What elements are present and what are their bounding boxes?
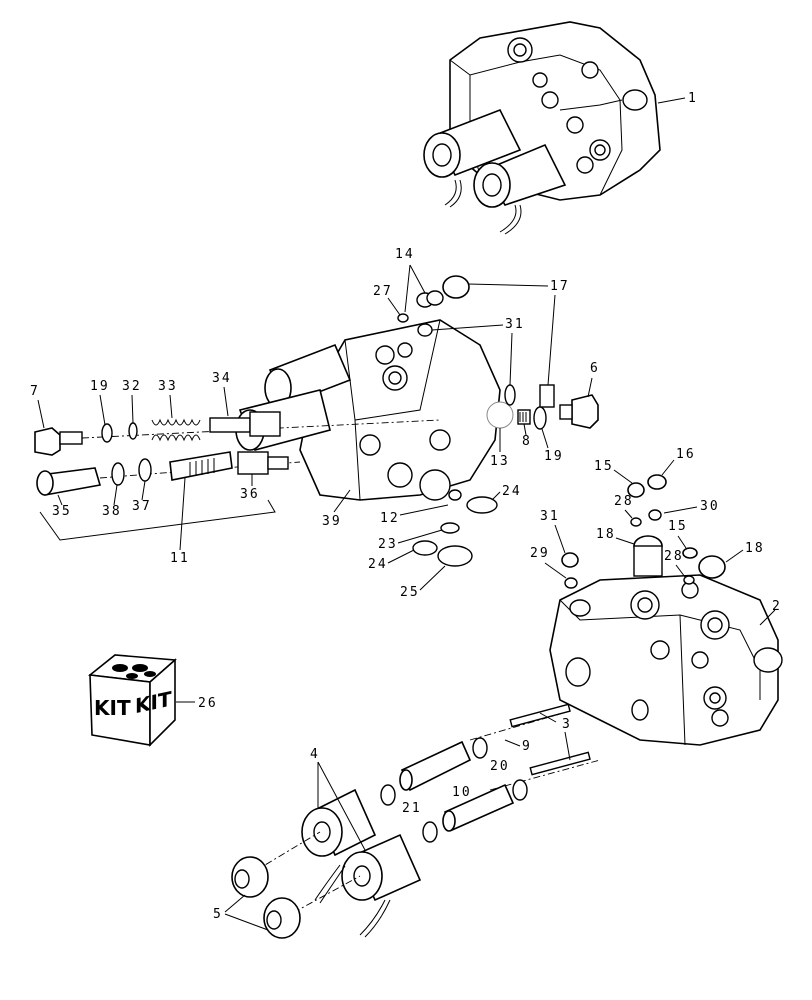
valve-assembly-middle	[235, 319, 501, 501]
callout-24b: 24	[368, 557, 388, 572]
callout-12: 12	[380, 511, 400, 526]
callout-32: 32	[122, 379, 142, 394]
callout-18a: 18	[596, 527, 616, 542]
callout-33: 33	[158, 379, 178, 394]
parts-upper-right	[561, 474, 726, 589]
callout-5: 5	[213, 907, 223, 922]
callout-15b: 15	[668, 519, 688, 534]
callout-28b: 28	[664, 549, 684, 564]
parts-lower	[231, 703, 601, 939]
callout-3: 3	[562, 717, 572, 732]
callout-4: 4	[310, 747, 320, 762]
callout-6: 6	[590, 361, 600, 376]
callout-17: 17	[550, 279, 570, 294]
valve-assembly-1	[423, 21, 686, 235]
callout-29: 29	[530, 546, 550, 561]
callout-13: 13	[490, 454, 510, 469]
callout-31a: 31	[505, 317, 525, 332]
callout-11: 11	[170, 551, 190, 566]
callout-30: 30	[700, 499, 720, 514]
callout-2: 2	[772, 599, 782, 614]
callout-26: 26	[198, 696, 218, 711]
callout-28a: 28	[614, 494, 634, 509]
callout-35: 35	[52, 504, 72, 519]
callout-27: 27	[373, 284, 393, 299]
callout-19a: 19	[90, 379, 110, 394]
callout-15a: 15	[594, 459, 614, 474]
callout-36: 36	[240, 487, 260, 502]
callout-34: 34	[212, 371, 232, 386]
callout-23: 23	[378, 537, 398, 552]
callout-8: 8	[522, 434, 532, 449]
callout-21: 21	[402, 801, 422, 816]
callout-25: 25	[400, 585, 420, 600]
callout-18b: 18	[745, 541, 765, 556]
callout-38: 38	[102, 504, 122, 519]
parts-row-left	[34, 411, 441, 541]
callout-1: 1	[688, 91, 698, 106]
callout-31b: 31	[540, 509, 560, 524]
callout-37: 37	[132, 499, 152, 514]
callout-39: 39	[322, 514, 342, 529]
callout-9: 9	[522, 739, 532, 754]
callout-20: 20	[490, 759, 510, 774]
callout-10: 10	[452, 785, 472, 800]
callout-24a: 24	[502, 484, 522, 499]
valve-assembly-2	[549, 574, 783, 746]
kit-box-icon: KIT KIT	[88, 654, 195, 747]
kit-label-left: KIT	[94, 696, 131, 720]
callout-16: 16	[676, 447, 696, 462]
callout-14: 14	[395, 247, 415, 262]
parts-middle-right	[397, 275, 599, 567]
callout-19b: 19	[544, 449, 564, 464]
callout-7: 7	[30, 384, 40, 399]
